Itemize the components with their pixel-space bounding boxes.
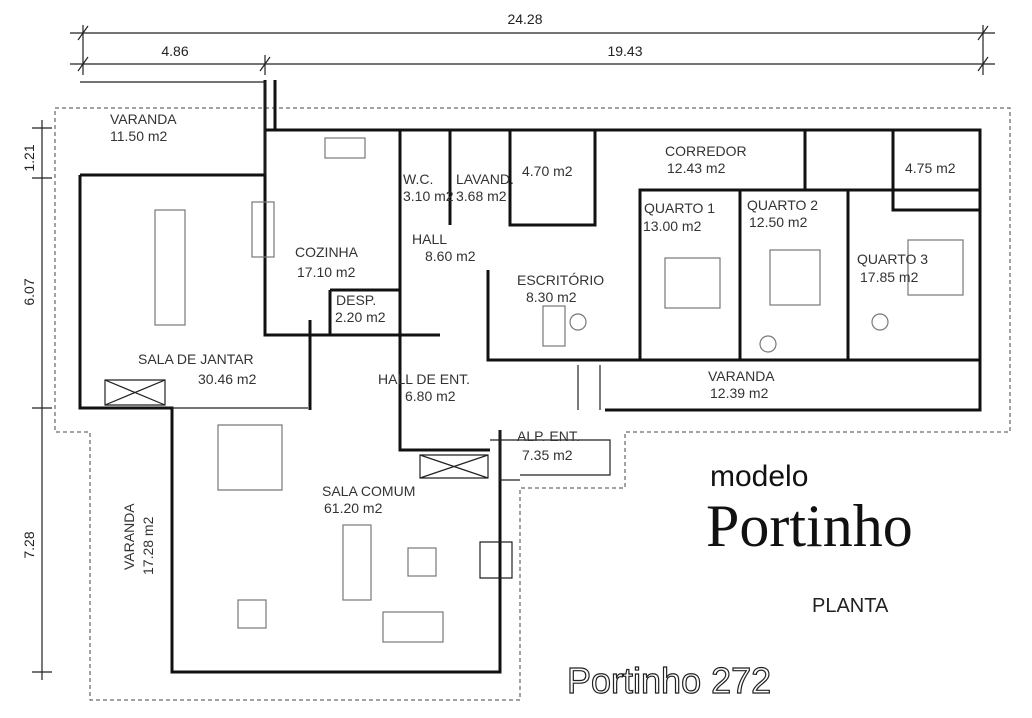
room-area: 11.50 m2 bbox=[110, 128, 168, 144]
room-name: W.C. bbox=[403, 171, 433, 187]
room-area: 4.75 m2 bbox=[905, 160, 956, 176]
room-name: SALA DE JANTAR bbox=[138, 351, 254, 367]
room-name: DESP. bbox=[336, 292, 376, 308]
model-code: Portinho 272 bbox=[567, 660, 771, 701]
room-name: QUARTO 2 bbox=[747, 197, 818, 213]
title-name: Portinho bbox=[706, 493, 913, 559]
dim-right-width: 19.43 bbox=[607, 43, 642, 59]
room-area: 12.43 m2 bbox=[667, 160, 726, 176]
room-area: 17.10 m2 bbox=[297, 264, 356, 280]
room-area: 6.80 m2 bbox=[405, 388, 456, 404]
room-name: CORREDOR bbox=[665, 143, 747, 159]
room-area: 13.00 m2 bbox=[643, 218, 702, 234]
title-prefix: modelo bbox=[710, 460, 808, 493]
room-labels: VARANDA 11.50 m2 SALA DE JANTAR 30.46 m2… bbox=[110, 111, 956, 575]
room-name: QUARTO 3 bbox=[857, 251, 928, 267]
room-area: 17.85 m2 bbox=[860, 269, 919, 285]
room-name: ALP. ENT. bbox=[517, 428, 580, 444]
roof-outline bbox=[54, 107, 1011, 701]
room-name: QUARTO 1 bbox=[644, 200, 715, 216]
room-area: 3.68 m2 bbox=[456, 188, 507, 204]
room-name: ESCRITÓRIO bbox=[517, 272, 604, 288]
dim-left-width: 4.86 bbox=[161, 43, 188, 59]
room-name: LAVAND. bbox=[456, 171, 514, 187]
dim-v1: 1.21 bbox=[21, 144, 37, 171]
room-area: 12.50 m2 bbox=[749, 214, 808, 230]
dimension-lines: 24.28 4.86 19.43 1.21 6.07 7.28 bbox=[21, 11, 995, 680]
furniture bbox=[154, 137, 964, 643]
dim-total-width: 24.28 bbox=[507, 11, 542, 27]
dim-v3: 7.28 bbox=[21, 531, 37, 558]
room-name: VARANDA bbox=[121, 503, 137, 570]
title-block: modelo Portinho PLANTA Portinho 272 bbox=[566, 460, 913, 702]
room-area: 12.39 m2 bbox=[710, 385, 769, 401]
room-area: 17.28 m2 bbox=[140, 516, 156, 575]
room-name: HALL bbox=[412, 231, 447, 247]
room-name: SALA COMUM bbox=[322, 483, 415, 499]
room-name: VARANDA bbox=[708, 368, 775, 384]
room-area: 3.10 m2 bbox=[403, 188, 454, 204]
room-name: COZINHA bbox=[295, 244, 359, 260]
room-name: VARANDA bbox=[110, 111, 177, 127]
walls bbox=[78, 80, 982, 674]
room-area: 8.30 m2 bbox=[526, 289, 577, 305]
room-area: 8.60 m2 bbox=[425, 248, 476, 264]
room-area: 4.70 m2 bbox=[522, 163, 573, 179]
room-area: 2.20 m2 bbox=[335, 309, 386, 325]
room-area: 30.46 m2 bbox=[198, 371, 257, 387]
subtitle: PLANTA bbox=[812, 595, 889, 617]
dim-v2: 6.07 bbox=[21, 278, 37, 305]
room-area: 7.35 m2 bbox=[522, 447, 573, 463]
room-area: 61.20 m2 bbox=[324, 500, 383, 516]
room-name: HALL DE ENT. bbox=[378, 371, 470, 387]
